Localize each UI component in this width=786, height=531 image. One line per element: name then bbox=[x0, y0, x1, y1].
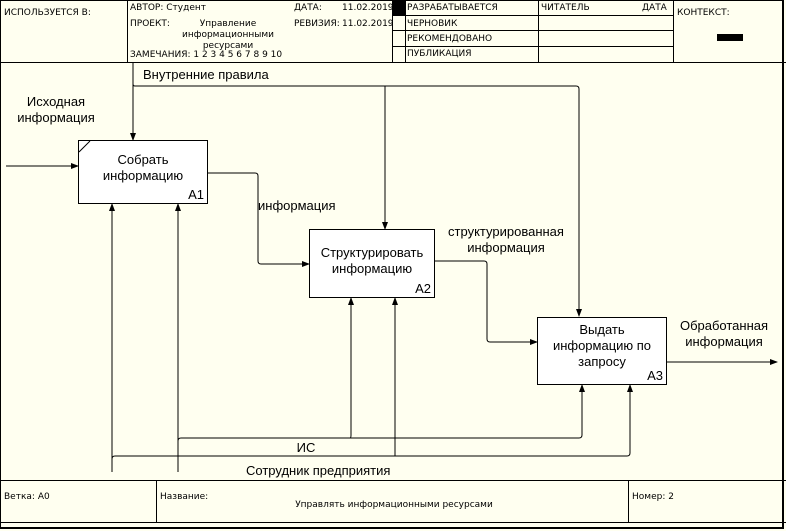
author-field: АВТОР: Студент bbox=[130, 3, 206, 14]
title-value: Управлять информационными ресурсами bbox=[295, 500, 493, 510]
header-divider bbox=[392, 15, 673, 16]
activity-label-line: информацию bbox=[102, 168, 184, 183]
notes-field: ЗАМЕЧАНИЯ: 1 2 3 4 5 6 7 8 9 10 bbox=[130, 50, 282, 61]
project-value-line: Управление bbox=[199, 19, 257, 29]
status-draft: ЧЕРНОВИК bbox=[407, 19, 458, 29]
node-value: A0 bbox=[37, 492, 50, 502]
mechanism-is-label: ИС bbox=[296, 440, 316, 455]
project-label: ПРОЕКТ: bbox=[130, 19, 170, 29]
a2-a3-label: структурированная информация bbox=[438, 224, 574, 256]
output-label-line: Обработанная bbox=[679, 318, 769, 333]
footer-block: Ветка: A0 Название: Управлять информацио… bbox=[0, 480, 786, 523]
revision-value: 11.02.2019 bbox=[342, 19, 394, 29]
activity-box-a2[interactable]: Структурировать информацию A2 bbox=[309, 229, 435, 298]
output-label-line: информация bbox=[685, 334, 763, 349]
header-divider bbox=[392, 0, 393, 62]
date-value: 11.02.2019 bbox=[342, 3, 394, 13]
mechanism-staff-label: Сотрудник предприятия bbox=[246, 463, 391, 478]
activity-label-line: запросу bbox=[578, 354, 626, 369]
header-divider bbox=[405, 0, 406, 62]
node-label: Ветка: bbox=[4, 492, 35, 502]
activity-label-line: Выдать bbox=[579, 322, 625, 337]
header-block: ИСПОЛЬЗУЕТСЯ В: АВТОР: Студент ПРОЕКТ: У… bbox=[0, 0, 786, 63]
control-label: Внутренние правила bbox=[143, 67, 269, 82]
arrow-mechanism-staff bbox=[111, 384, 633, 472]
activity-box-a3[interactable]: Выдать информацию по запросу A3 bbox=[537, 317, 667, 385]
footer-divider bbox=[156, 481, 157, 522]
project-value-line: ресурсами bbox=[202, 41, 254, 51]
title-label: Название: bbox=[160, 492, 209, 502]
reader-date-label: ДАТА bbox=[642, 3, 667, 13]
used-in-label: ИСПОЛЬЗУЕТСЯ В: bbox=[4, 8, 91, 18]
input-label-line: Исходная bbox=[26, 94, 86, 109]
arrow-mechanism-is-a2 bbox=[348, 297, 354, 439]
header-divider bbox=[538, 0, 539, 62]
a1-a2-label: информация bbox=[258, 198, 336, 213]
activity-number: A1 bbox=[188, 187, 204, 202]
footer-divider bbox=[628, 481, 629, 522]
activity-box-a1[interactable]: Собрать информацию A1 bbox=[78, 140, 208, 204]
a2-a3-label-line: информация bbox=[467, 240, 545, 255]
activity-label-line: Структурировать bbox=[320, 245, 424, 260]
context-label: КОНТЕКСТ: bbox=[677, 8, 730, 18]
activity-number: A3 bbox=[647, 368, 663, 383]
header-divider bbox=[127, 0, 128, 62]
status-recommended: РЕКОМЕНДОВАНО bbox=[407, 34, 493, 44]
input-label: Исходная информация bbox=[6, 94, 106, 126]
arrow-control-branch bbox=[132, 83, 582, 317]
project-value-line: информационными bbox=[182, 30, 274, 40]
status-selected-marker bbox=[393, 0, 405, 15]
notes-label: ЗАМЕЧАНИЯ: bbox=[130, 50, 191, 60]
arrow-a1-a2 bbox=[208, 172, 310, 267]
arrow-a2-a3 bbox=[434, 260, 538, 345]
header-divider bbox=[392, 46, 673, 47]
author-value: Студент bbox=[166, 3, 206, 13]
number-field: Номер: 2 bbox=[632, 492, 674, 503]
a2-a3-label-line: структурированная bbox=[448, 224, 564, 239]
revision-label: РЕВИЗИЯ: bbox=[294, 19, 340, 29]
notes-numbers: 1 2 3 4 5 6 7 8 9 10 bbox=[193, 50, 283, 60]
parent-diagram-corner-icon bbox=[79, 141, 91, 153]
context-indicator bbox=[717, 34, 743, 41]
activity-label: Собрать информацию bbox=[79, 152, 207, 184]
date-label: ДАТА: bbox=[294, 3, 322, 13]
status-publication: ПУБЛИКАЦИЯ bbox=[407, 49, 472, 59]
activity-label-line: информацию по bbox=[552, 338, 652, 353]
input-label-line: информация bbox=[17, 110, 95, 125]
author-label: АВТОР: bbox=[130, 3, 164, 13]
output-label: Обработанная информация bbox=[674, 318, 774, 350]
number-label: Номер: bbox=[632, 492, 666, 502]
arrow-mechanism-is bbox=[177, 384, 585, 472]
status-developing: РАЗРАБАТЫВАЕТСЯ bbox=[407, 3, 498, 13]
activity-number: A2 bbox=[415, 281, 431, 296]
number-value: 2 bbox=[668, 492, 674, 502]
header-divider bbox=[392, 30, 673, 31]
activity-label: Структурировать информацию bbox=[310, 245, 434, 277]
reader-label: ЧИТАТЕЛЬ bbox=[541, 3, 590, 13]
activity-label-line: информацию bbox=[331, 261, 413, 276]
header-divider bbox=[673, 0, 674, 62]
activity-label: Выдать информацию по запросу bbox=[538, 322, 666, 370]
node-field: Ветка: A0 bbox=[4, 492, 50, 503]
project-value: Управление информационными ресурсами bbox=[178, 19, 278, 52]
activity-label-line: Собрать bbox=[117, 152, 169, 167]
